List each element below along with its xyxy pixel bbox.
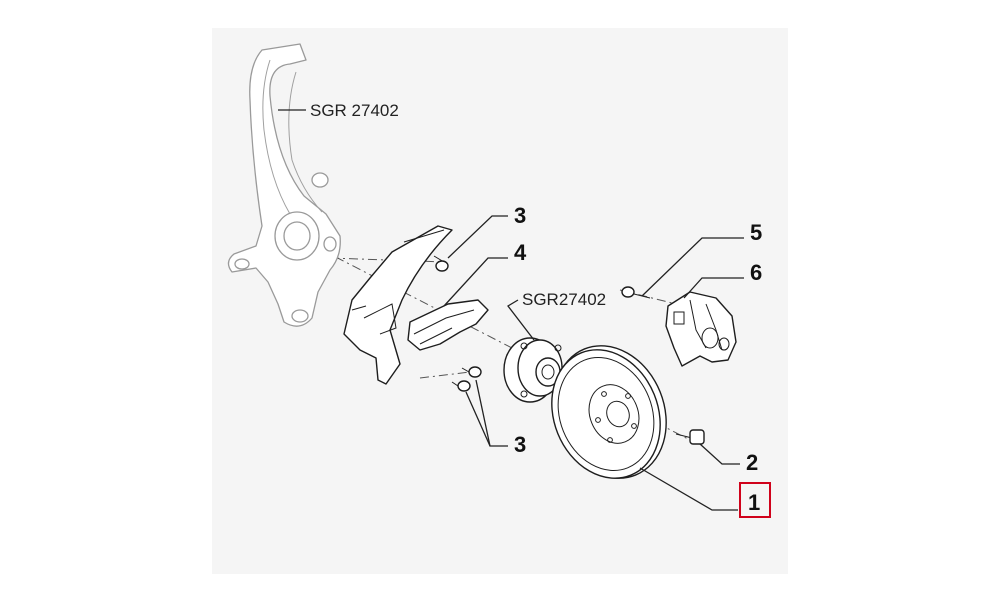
- screw-leader: [699, 443, 740, 465]
- knuckle-ref-label: SGR 27402: [310, 101, 399, 120]
- brake-disc: [551, 345, 667, 479]
- disc-screw: [675, 429, 705, 445]
- disc-leader: [639, 467, 738, 511]
- caliper-bolt: [621, 286, 651, 299]
- bolts-bottom-leader-b: [465, 391, 491, 447]
- caliper-leader: [683, 277, 744, 299]
- wheel-hub: [503, 337, 564, 403]
- callout-3-bottom: 3: [514, 432, 526, 457]
- callout-3-top: 3: [514, 203, 526, 228]
- shield-bolts-bottom: [451, 366, 482, 392]
- dust-shield: [343, 225, 489, 385]
- shield-bolt-top: [433, 255, 449, 272]
- callout-2: 2: [746, 450, 758, 475]
- shield-leader: [443, 257, 508, 307]
- callout-5: 5: [750, 220, 762, 245]
- disc-callout-highlight: [739, 482, 771, 518]
- hub-ref-label: SGR27402: [522, 290, 606, 309]
- callout-4: 4: [514, 240, 527, 265]
- callout-6: 6: [750, 260, 762, 285]
- brake-caliper: [665, 291, 737, 367]
- bolt-top-leader: [447, 215, 508, 259]
- caliper-bolt-leader: [641, 237, 744, 297]
- hub-ref-leader: [507, 299, 535, 341]
- callout-1: 1: [748, 490, 760, 515]
- steering-knuckle: [227, 43, 341, 327]
- bolts-bottom-leader-a: [475, 379, 508, 447]
